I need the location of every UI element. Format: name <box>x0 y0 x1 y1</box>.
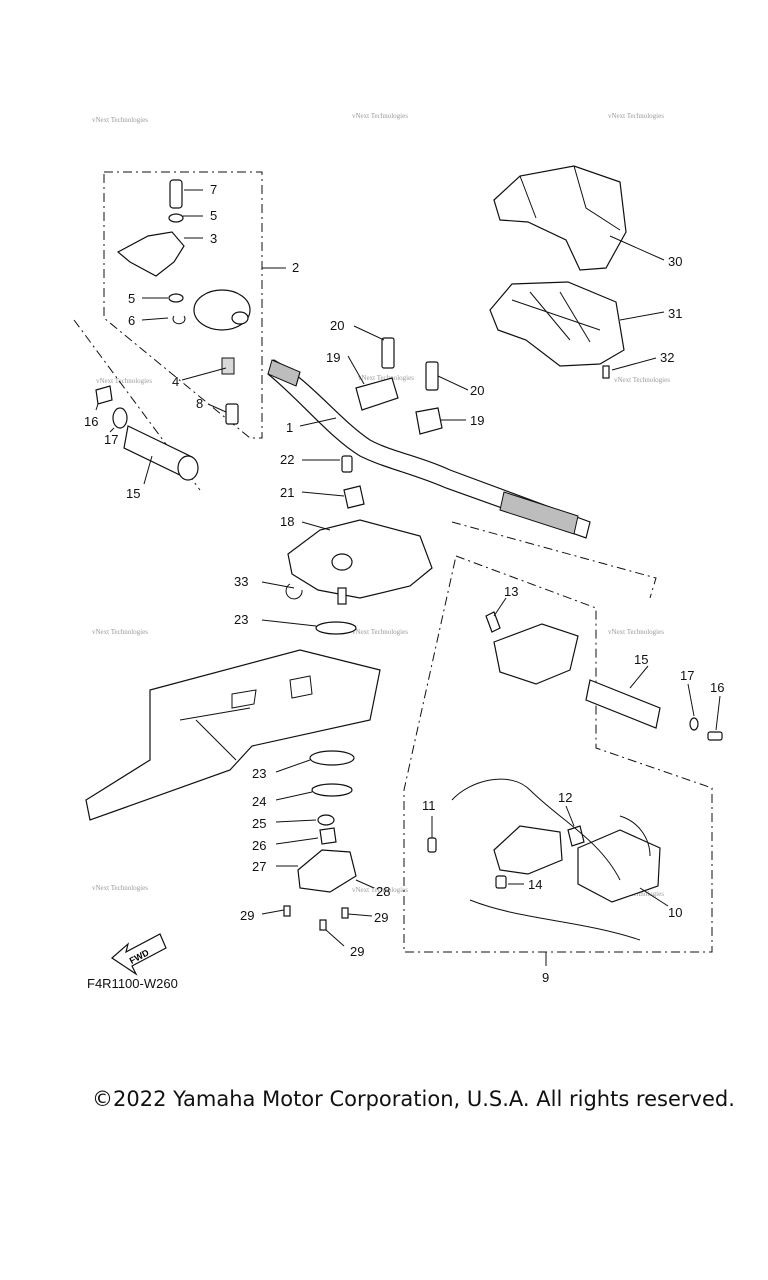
callout: 27 <box>252 859 266 874</box>
callout: 14 <box>528 877 542 892</box>
callout: 1 <box>286 420 293 435</box>
handlebar-right-box <box>451 521 657 599</box>
callout: 10 <box>668 905 682 920</box>
fwd-arrow-icon: FWD <box>111 933 167 976</box>
callout: 23 <box>234 612 248 627</box>
callout: 24 <box>252 794 266 809</box>
watermark: vNext Technologies <box>352 112 408 120</box>
watermark: vNext Technologies <box>352 886 408 894</box>
switch-assembly-box <box>403 555 713 953</box>
callout: 5 <box>128 291 135 306</box>
callout: 23 <box>252 766 266 781</box>
throttle-assembly-box <box>103 171 263 439</box>
left-grip <box>95 385 199 481</box>
watermark: vNext Technologies <box>92 884 148 892</box>
callout: 22 <box>280 452 294 467</box>
callout: 28 <box>376 884 390 899</box>
watermark: vNext Technologies <box>358 374 414 382</box>
callout: 33 <box>234 574 248 589</box>
handle-cover <box>489 165 627 379</box>
watermark: vNext Technologies <box>352 628 408 636</box>
callout: 20 <box>470 383 484 398</box>
watermark: vNext Technologies <box>96 377 152 385</box>
callout: 29 <box>374 910 388 925</box>
watermark: vNext Technologies <box>608 628 664 636</box>
callout: 31 <box>668 306 682 321</box>
callout: 19 <box>470 413 484 428</box>
copyright-notice: ©2022 Yamaha Motor Corporation, U.S.A. A… <box>92 1087 735 1111</box>
callout: 2 <box>292 260 299 275</box>
callout: 4 <box>172 374 179 389</box>
leader-lines <box>95 189 721 966</box>
callout: 13 <box>504 584 518 599</box>
callout: 15 <box>126 486 140 501</box>
callout: 19 <box>326 350 340 365</box>
right-switch-assembly <box>427 611 723 941</box>
callout: 11 <box>422 798 436 813</box>
callout: 25 <box>252 816 266 831</box>
callout: 16 <box>710 680 724 695</box>
callouts: 7 5 3 2 5 6 4 8 16 17 15 1 30 31 32 20 1… <box>84 182 724 985</box>
callout: 9 <box>542 970 549 985</box>
callout: 15 <box>634 652 648 667</box>
watermark: vNext Technologies <box>614 376 670 384</box>
steering-column <box>85 621 381 821</box>
callout: 20 <box>330 318 344 333</box>
callout: 18 <box>280 514 294 529</box>
callout: 17 <box>104 432 118 447</box>
callout: 6 <box>128 313 135 328</box>
callout: 3 <box>210 231 217 246</box>
handlebar-base-plate <box>285 519 433 605</box>
callout: 29 <box>350 944 364 959</box>
callout: 32 <box>660 350 674 365</box>
handlebar <box>267 359 591 539</box>
callout: 16 <box>84 414 98 429</box>
callout: 21 <box>280 485 294 500</box>
callout: 30 <box>668 254 682 269</box>
throttle-lever <box>116 179 251 425</box>
callout: 26 <box>252 838 266 853</box>
watermark: vNext Technologies <box>608 112 664 120</box>
handlebar-clamps <box>341 337 443 509</box>
callout: 12 <box>558 790 572 805</box>
watermark: vNext Technologies <box>92 628 148 636</box>
watermark: vNext Technologies <box>92 116 148 124</box>
callout: 17 <box>680 668 694 683</box>
diagram-code: F4R1100-W260 <box>87 976 178 991</box>
column-hardware <box>283 750 357 931</box>
callout: 7 <box>210 182 217 197</box>
callout: 29 <box>240 908 254 923</box>
callout: 8 <box>196 396 203 411</box>
callout: 5 <box>210 208 217 223</box>
